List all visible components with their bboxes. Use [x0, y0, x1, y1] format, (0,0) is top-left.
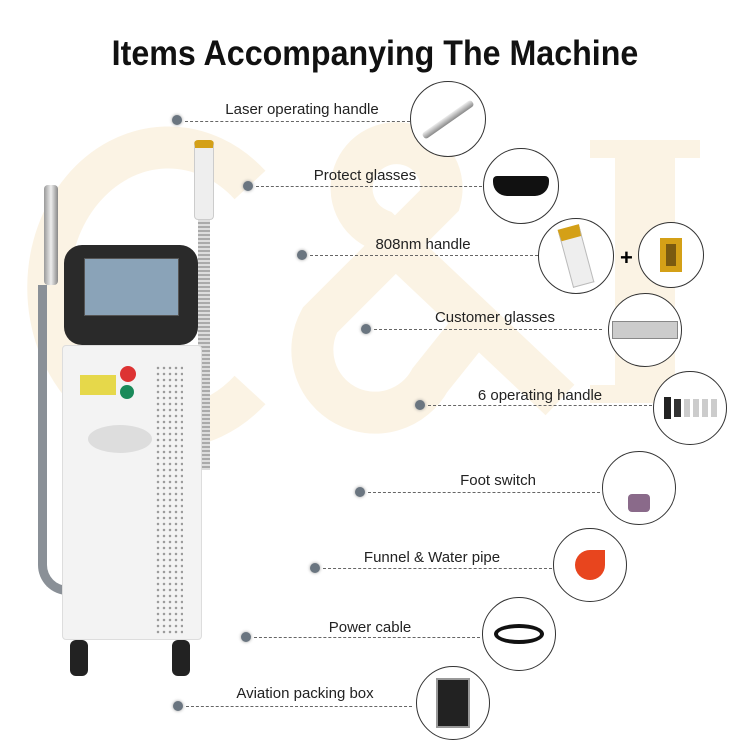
leader-line — [310, 255, 538, 256]
808nm-tip-icon — [638, 222, 704, 288]
bullet-dot — [310, 563, 320, 573]
laser-handle-icon — [410, 81, 486, 157]
item-label: Customer glasses — [434, 309, 556, 326]
808nm-handle-icon — [538, 218, 614, 294]
operating-tips-icon — [653, 371, 727, 445]
leader-line — [323, 568, 552, 569]
packing-box-icon — [416, 666, 490, 740]
bullet-dot — [241, 632, 251, 642]
protect-glasses-icon — [483, 148, 559, 224]
leader-line — [186, 706, 412, 707]
bullet-dot — [361, 324, 371, 334]
bullet-dot — [355, 487, 365, 497]
leader-line — [254, 637, 480, 638]
item-label: Protect glasses — [313, 167, 417, 184]
leader-line — [428, 405, 652, 406]
bullet-dot — [415, 400, 425, 410]
foot-switch-icon — [602, 451, 676, 525]
leader-line — [185, 121, 410, 122]
item-label: Foot switch — [460, 472, 536, 489]
item-label: 808nm handle — [375, 236, 471, 253]
leader-line — [368, 492, 600, 493]
item-label: Aviation packing box — [236, 685, 374, 702]
leader-line — [256, 186, 482, 187]
plus-sign: + — [620, 245, 633, 270]
bullet-dot — [297, 250, 307, 260]
customer-glasses-icon — [608, 293, 682, 367]
item-label: Laser operating handle — [225, 101, 379, 118]
funnel-icon — [553, 528, 627, 602]
page-title: Items Accompanying The Machine — [111, 34, 639, 73]
bullet-dot — [172, 115, 182, 125]
item-label: Funnel & Water pipe — [363, 549, 501, 566]
leader-line — [374, 329, 602, 330]
bullet-dot — [173, 701, 183, 711]
item-label: 6 operating handle — [477, 387, 603, 404]
power-cable-icon — [482, 597, 556, 671]
bullet-dot — [243, 181, 253, 191]
item-label: Power cable — [328, 619, 412, 636]
